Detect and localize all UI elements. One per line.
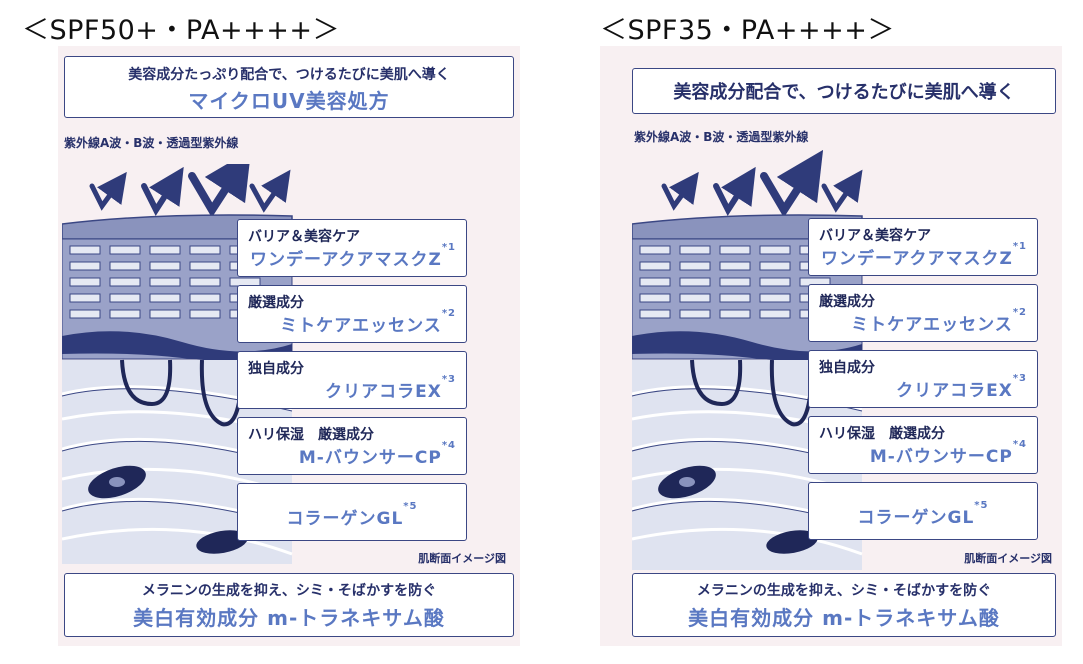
whitening-line1: メラニンの生成を抑え、シミ・そばかすを防ぐ <box>141 583 437 599</box>
ingredient-box-2: 厳選成分 ミトケアエッセンス*2 <box>237 285 467 343</box>
skin-scene: バリア＆美容ケア ワンデーアクアマスクZ*1 厳選成分 ミトケアエッセンス*2 … <box>632 150 1056 570</box>
ingredient-box-3: 独自成分 クリアコラEX*3 <box>237 351 467 409</box>
ingredient-name: クリアコラEX*3 <box>896 373 1027 401</box>
ingredient-box-2: 厳選成分 ミトケアエッセンス*2 <box>808 284 1038 342</box>
ingredient-name: ミトケアエッセンス*2 <box>280 308 456 336</box>
ingredient-category: 独自成分 <box>819 360 875 376</box>
ingredient-category: ハリ保湿 厳選成分 <box>819 426 945 442</box>
top-claim-line2: マイクロUV美容処方 <box>188 89 390 113</box>
ingredient-name: コラーゲンGL*5 <box>286 501 418 529</box>
uv-label: 紫外線A波・B波・透過型紫外線 <box>64 136 239 150</box>
top-claim-line1: 美容成分たっぷり配合で、つけるたびに美肌へ導く <box>128 67 450 83</box>
top-claim-box: 美容成分たっぷり配合で、つけるたびに美肌へ導く マイクロUV美容処方 <box>64 56 514 118</box>
whitening-box: メラニンの生成を抑え、シミ・そばかすを防ぐ 美白有効成分 m-トラネキサム酸 <box>64 573 514 637</box>
ingredient-category: ハリ保湿 厳選成分 <box>248 427 374 443</box>
whitening-line1: メラニンの生成を抑え、シミ・そばかすを防ぐ <box>696 583 992 599</box>
top-claim-line1: 美容成分配合で、つけるたびに美肌へ導く <box>673 82 1015 103</box>
diagram-caption: 肌断面イメージ図 <box>418 552 506 565</box>
ingredient-box-1: バリア＆美容ケア ワンデーアクアマスクZ*1 <box>808 218 1038 276</box>
ingredient-box-5: コラーゲンGL*5 <box>808 482 1038 540</box>
ingredient-name: ミトケアエッセンス*2 <box>851 307 1027 335</box>
uv-label: 紫外線A波・B波・透過型紫外線 <box>634 130 809 144</box>
top-claim-box: 美容成分配合で、つけるたびに美肌へ導く <box>632 68 1056 114</box>
heading-right: ＜SPF35・PA++++＞ <box>600 15 895 46</box>
ingredient-box-4: ハリ保湿 厳選成分 M-バウンサーCP*4 <box>808 416 1038 474</box>
whitening-line2: 美白有効成分 m-トラネキサム酸 <box>688 606 1000 630</box>
ingredient-name: ワンデーアクアマスクZ*1 <box>821 241 1027 269</box>
ingredient-category: 独自成分 <box>248 361 304 377</box>
panel-left: 美容成分たっぷり配合で、つけるたびに美肌へ導く マイクロUV美容処方 紫外線A波… <box>58 46 520 646</box>
ingredient-name: ワンデーアクアマスクZ*1 <box>250 242 456 270</box>
heading-left: ＜SPF50+・PA++++＞ <box>22 15 340 46</box>
uv-arrows <box>89 164 291 218</box>
ingredient-name: コラーゲンGL*5 <box>857 500 989 528</box>
ingredient-category: 厳選成分 <box>819 294 875 310</box>
ingredient-box-1: バリア＆美容ケア ワンデーアクアマスクZ*1 <box>237 219 467 277</box>
ingredient-box-3: 独自成分 クリアコラEX*3 <box>808 350 1038 408</box>
ingredient-name: クリアコラEX*3 <box>325 374 456 402</box>
ingredient-category: 厳選成分 <box>248 295 304 311</box>
ingredient-category: バリア＆美容ケア <box>819 228 931 244</box>
ingredient-name: M-バウンサーCP*4 <box>298 440 456 468</box>
uv-arrows <box>661 150 863 218</box>
ingredient-box-5: コラーゲンGL*5 <box>237 483 467 541</box>
ingredient-box-4: ハリ保湿 厳選成分 M-バウンサーCP*4 <box>237 417 467 475</box>
ingredient-name: M-バウンサーCP*4 <box>869 439 1027 467</box>
diagram-caption: 肌断面イメージ図 <box>964 552 1052 565</box>
whitening-line2: 美白有効成分 m-トラネキサム酸 <box>133 606 445 630</box>
skin-scene: バリア＆美容ケア ワンデーアクアマスクZ*1 厳選成分 ミトケアエッセンス*2 … <box>62 164 514 565</box>
panel-right: 美容成分配合で、つけるたびに美肌へ導く 紫外線A波・B波・透過型紫外線 <box>600 46 1062 646</box>
whitening-box: メラニンの生成を抑え、シミ・そばかすを防ぐ 美白有効成分 m-トラネキサム酸 <box>632 573 1056 637</box>
ingredient-category: バリア＆美容ケア <box>248 229 360 245</box>
